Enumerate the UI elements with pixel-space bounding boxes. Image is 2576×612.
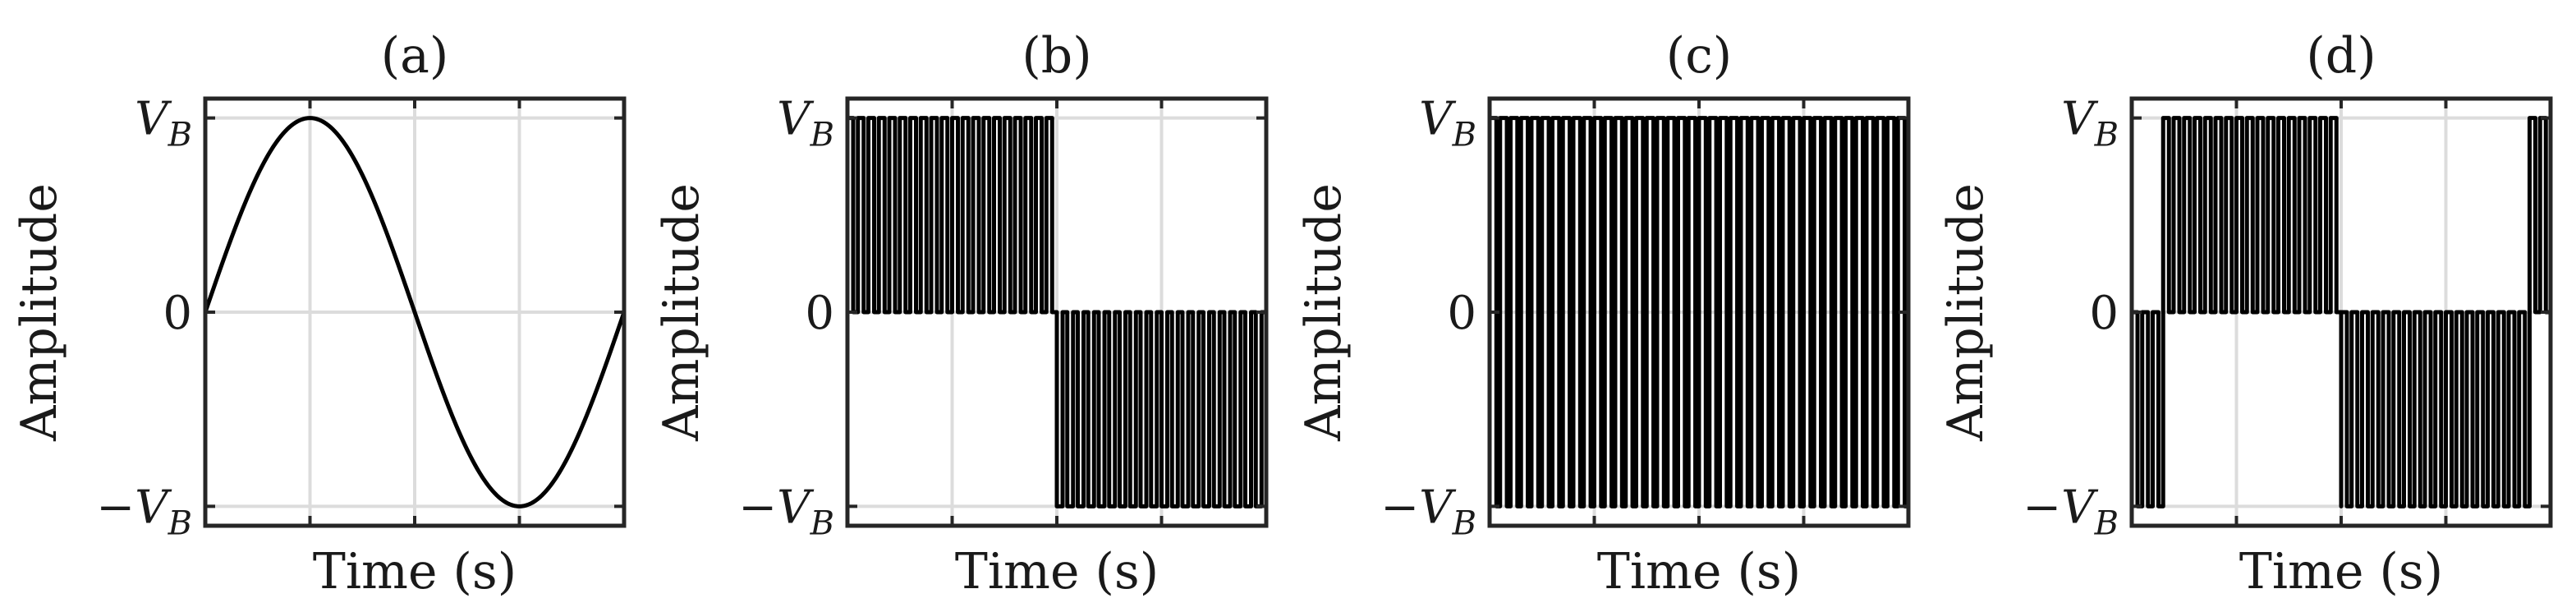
y-tick-label: 0 [1447, 287, 1476, 340]
panel-title: (c) [1666, 27, 1732, 85]
y-tick-label: VB [135, 93, 192, 154]
y-tick-label: −VB [2023, 481, 2119, 542]
chart-panel-0: VB 0 −VB (a) Time (s) Amplitude [11, 27, 627, 600]
y-tick-label: 0 [2089, 287, 2119, 340]
y-axis-label: Amplitude [1937, 183, 1995, 442]
signal-line [203, 116, 627, 508]
y-axis-label: Amplitude [11, 183, 68, 442]
panel-title: (b) [1022, 27, 1091, 85]
y-tick-label: −VB [1380, 481, 1476, 542]
x-axis-label: Time (s) [313, 543, 517, 600]
y-tick-label: −VB [738, 481, 834, 542]
chart-panel-3: VB 0 −VB (d) Time (s) Amplitude [1937, 27, 2553, 600]
signal-line [845, 116, 1266, 508]
signal-line [2129, 116, 2551, 508]
x-axis-label: Time (s) [1597, 543, 1801, 600]
chart-panel-2: VB 0 −VB (c) Time (s) Amplitude [1295, 27, 1911, 600]
y-tick-label: 0 [163, 287, 192, 340]
panel-title: (a) [381, 27, 449, 85]
signal-line [1487, 116, 1908, 508]
x-axis-label: Time (s) [2239, 543, 2443, 600]
y-axis-label: Amplitude [1295, 183, 1352, 442]
y-tick-label: −VB [96, 481, 192, 542]
y-tick-label: VB [2061, 93, 2119, 154]
y-tick-label: VB [777, 93, 834, 154]
x-axis-label: Time (s) [955, 543, 1159, 600]
y-tick-label: VB [1419, 93, 1476, 154]
panel-title: (d) [2306, 27, 2376, 85]
y-tick-label: 0 [805, 287, 834, 340]
chart-panel-1: VB 0 −VB (b) Time (s) Amplitude [653, 27, 1269, 600]
y-axis-label: Amplitude [653, 183, 710, 442]
